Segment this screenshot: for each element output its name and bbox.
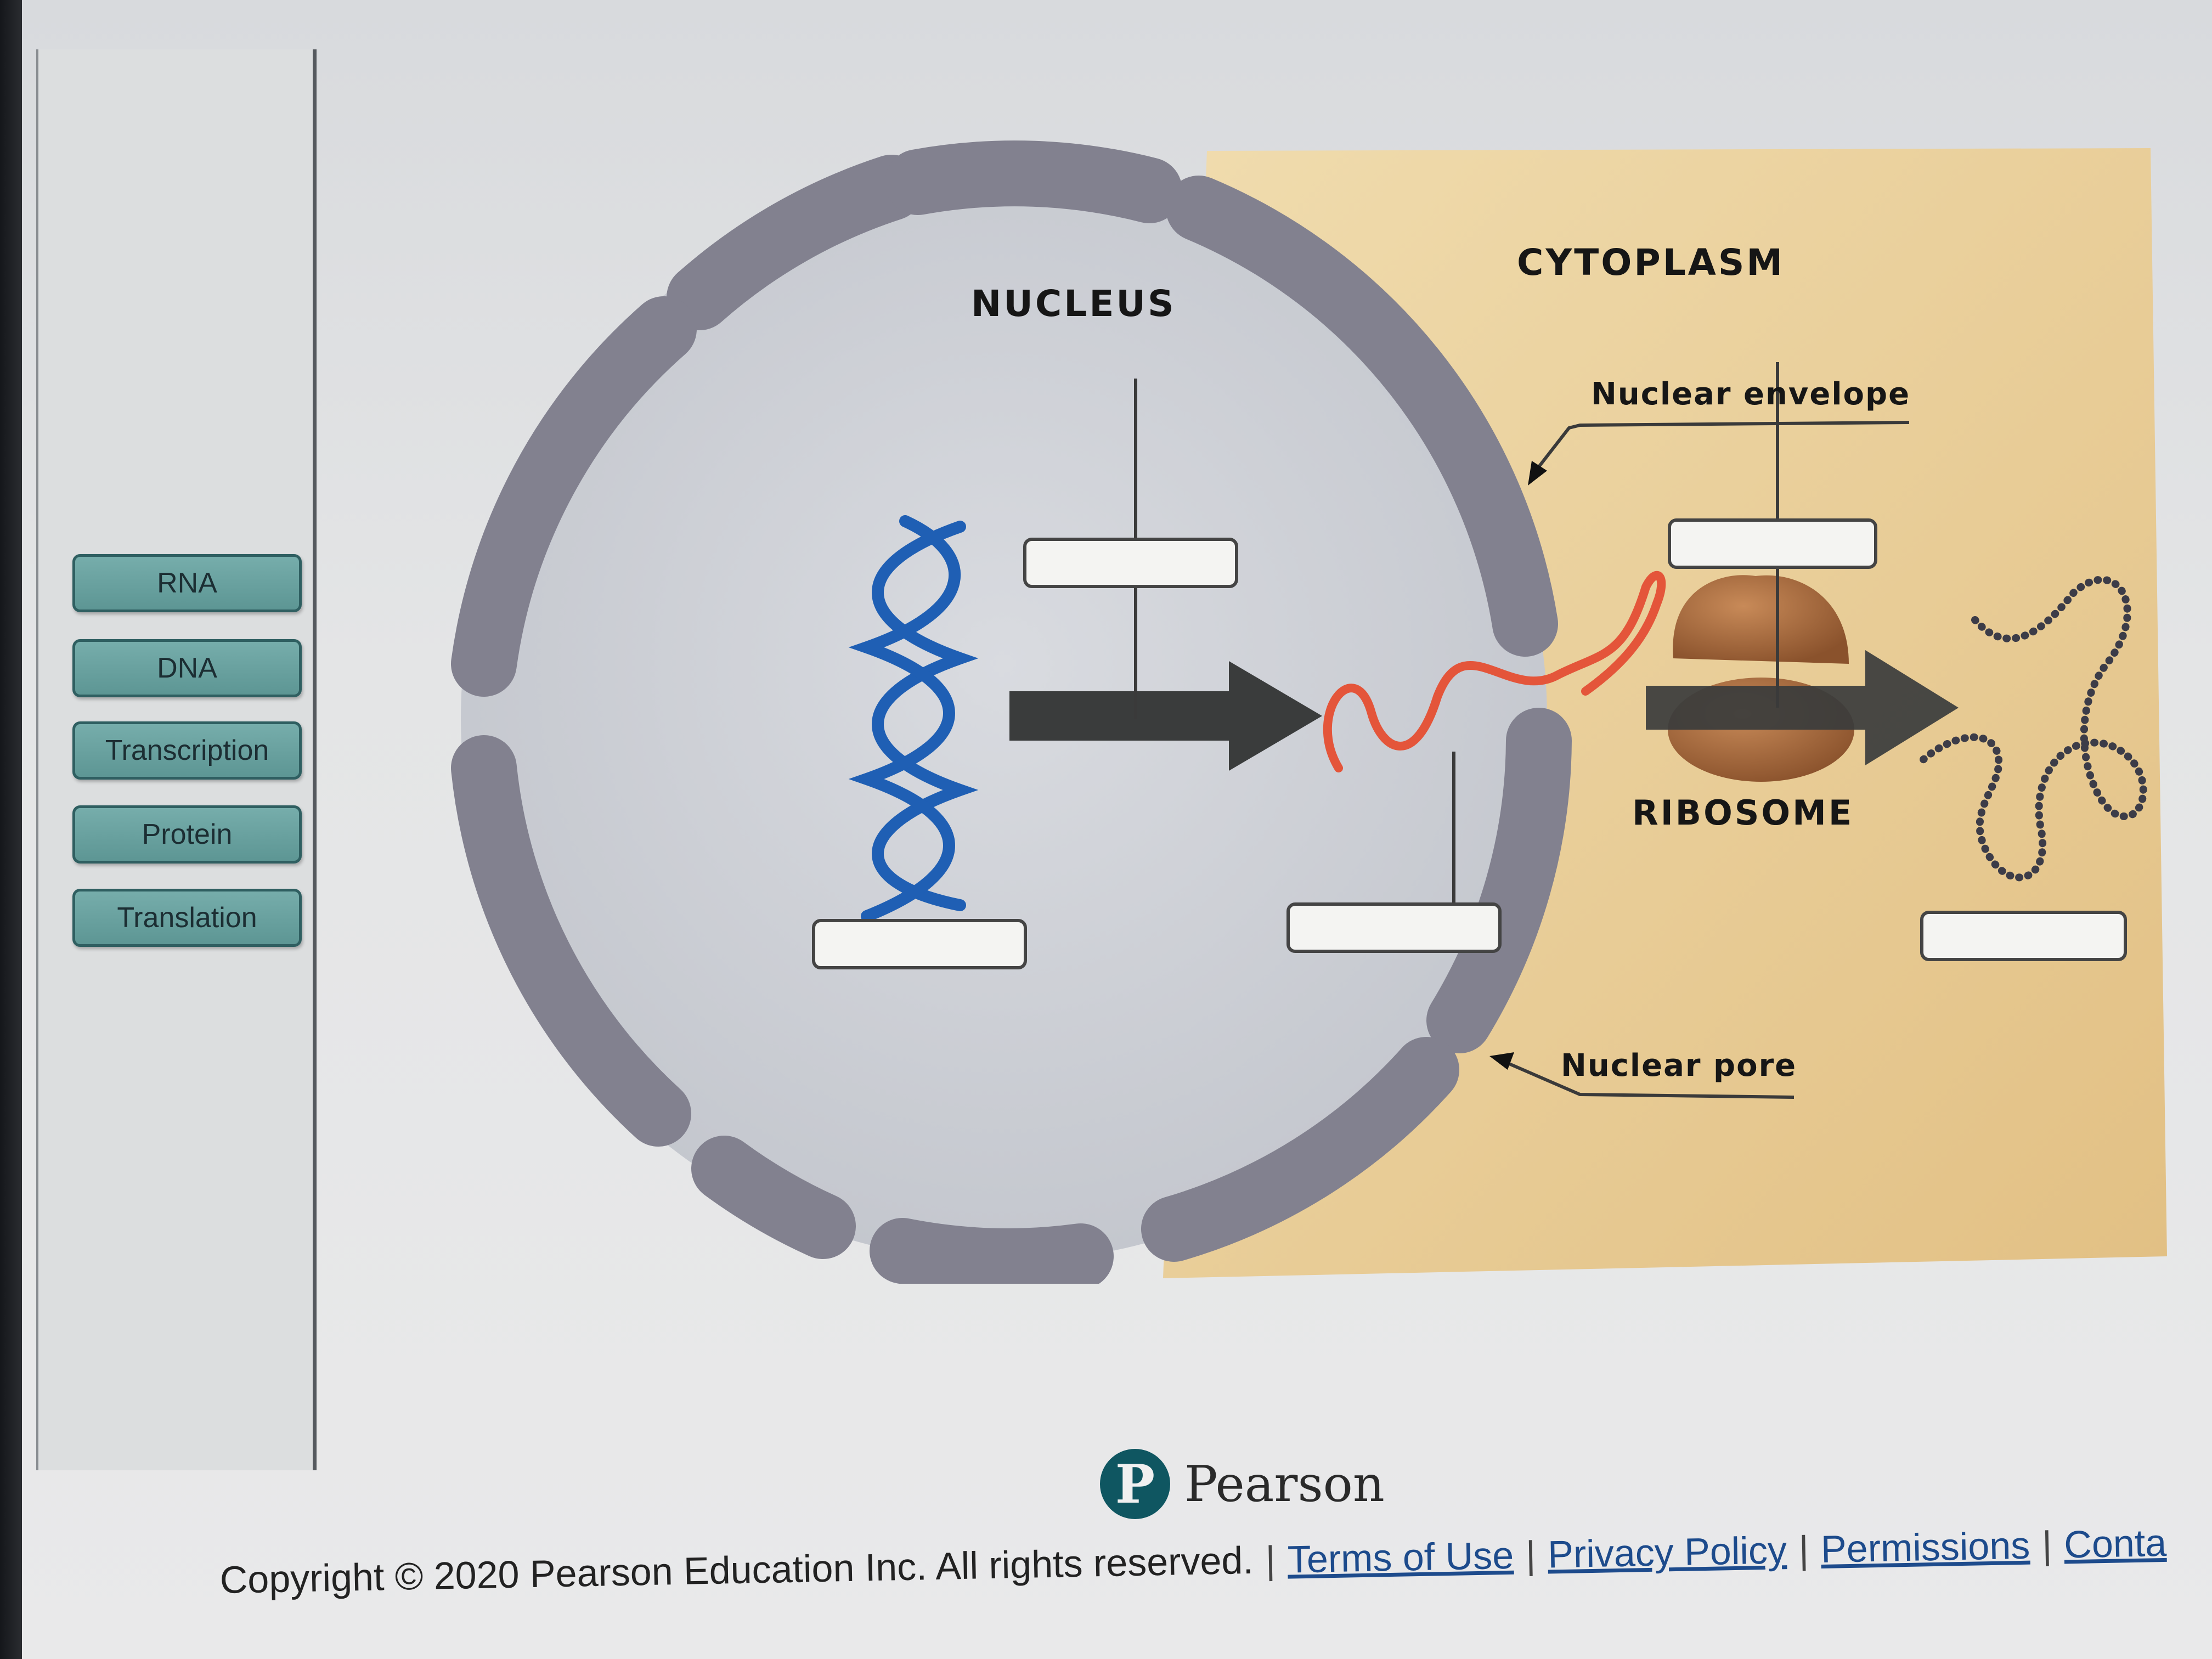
translation-arrow xyxy=(1646,650,1959,765)
drop-target-translation[interactable] xyxy=(1668,518,1877,569)
transcription-arrow xyxy=(1009,661,1322,771)
separator: | xyxy=(2041,1523,2053,1567)
label-chip-translation[interactable]: Translation xyxy=(72,889,302,947)
separator: | xyxy=(1798,1528,1809,1571)
diagram-artwork xyxy=(451,140,2167,1284)
nuclear-pore-label: Nuclear pore xyxy=(1561,1048,1797,1084)
drop-target-rna[interactable] xyxy=(1286,902,1502,953)
nuclear-envelope xyxy=(451,140,1572,1284)
pearson-logo-icon: P xyxy=(1100,1449,1170,1519)
terms-of-use-link[interactable]: Terms of Use xyxy=(1287,1533,1514,1581)
nuclear-envelope-label: Nuclear envelope xyxy=(1591,376,1911,412)
pore-pointer-arrowhead xyxy=(1489,1052,1514,1070)
drop-target-protein[interactable] xyxy=(1920,911,2127,961)
dna-helix xyxy=(848,515,979,922)
nucleus-interior xyxy=(461,176,1547,1262)
label-chip-rna[interactable]: RNA xyxy=(72,554,302,612)
monitor-bezel xyxy=(0,0,22,1659)
mrna-strand xyxy=(1323,571,1666,772)
label-bank: RNA DNA Transcription Protein Translatio… xyxy=(36,49,317,1470)
drop-target-transcription[interactable] xyxy=(1023,538,1238,588)
separator: | xyxy=(1265,1538,1276,1582)
contact-link[interactable]: Conta xyxy=(2063,1521,2167,1566)
protein-chain xyxy=(1916,575,2147,882)
label-chip-transcription[interactable]: Transcription xyxy=(72,721,302,780)
gene-expression-diagram: NUCLEUS CYTOPLASM Nuclear envelope Nucle… xyxy=(340,137,2167,1284)
pearson-brand-text: Pearson xyxy=(1184,1455,1385,1513)
label-chip-dna[interactable]: DNA xyxy=(72,639,302,697)
permissions-link[interactable]: Permissions xyxy=(1820,1523,2030,1571)
envelope-pointer-arrowhead xyxy=(1528,461,1547,486)
pearson-logo: P Pearson xyxy=(1100,1443,1385,1525)
nucleus-label: NUCLEUS xyxy=(971,283,1176,325)
separator: | xyxy=(1525,1533,1537,1577)
drop-target-dna[interactable] xyxy=(812,919,1027,969)
privacy-policy-link[interactable]: Privacy Policy xyxy=(1547,1528,1787,1576)
label-chip-protein[interactable]: Protein xyxy=(72,805,302,864)
ribosome-label: RIBOSOME xyxy=(1632,793,1854,833)
cytoplasm-label: CYTOPLASM xyxy=(1517,241,1785,284)
